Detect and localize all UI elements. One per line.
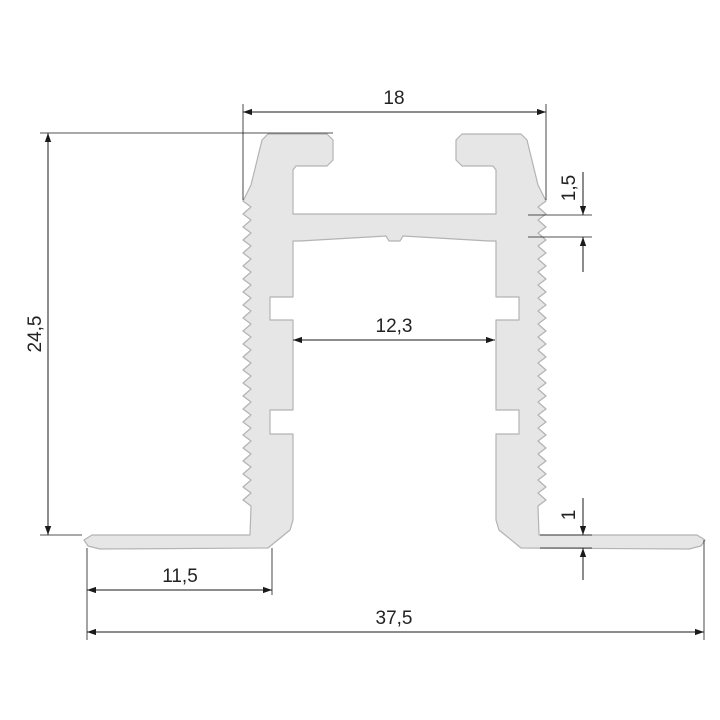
dimension-label-inner-width: 12,3	[376, 316, 413, 337]
dimension-label-slot-height: 1,5	[559, 175, 580, 201]
dimension-overall-height: 24,5	[25, 133, 52, 535]
extension-lines	[40, 104, 705, 640]
dimension-label-flange-width: 11,5	[162, 566, 198, 587]
dimension-label-top-width: 18	[383, 88, 404, 109]
dimension-label-overall-width: 37,5	[376, 608, 413, 629]
dimension-flange-thickness: 1	[559, 498, 587, 580]
dimension-slot-height: 1,5	[559, 172, 587, 272]
dimension-flange-width: 11,5	[87, 566, 272, 594]
dimension-label-overall-height: 24,5	[25, 316, 46, 353]
aluminium-profile-cross-section	[83, 133, 706, 550]
dimension-overall-width: 37,5	[87, 608, 704, 636]
dimension-top-width: 18	[243, 88, 546, 116]
dimension-label-flange-thickness: 1	[559, 510, 580, 521]
dimension-inner-width: 12,3	[293, 316, 495, 344]
